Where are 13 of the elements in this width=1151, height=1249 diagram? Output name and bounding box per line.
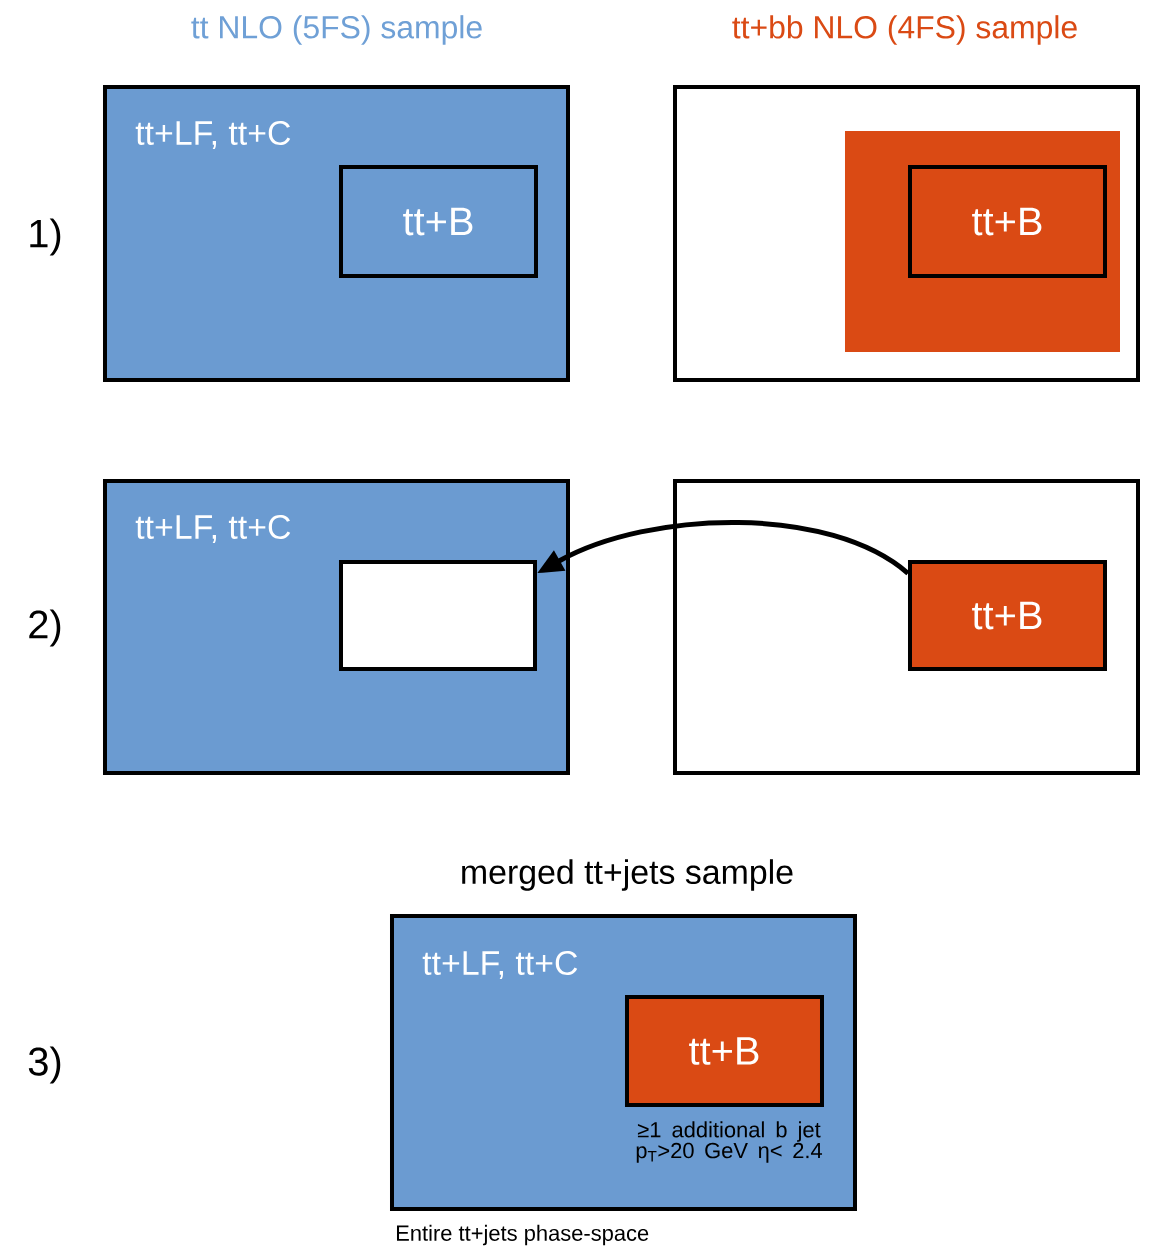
event-box xyxy=(339,560,537,671)
note-text: ≥1 additional b jet p$_{T}$>20 GeV η< 2.4 xyxy=(636,1121,823,1163)
event-box: tt+B xyxy=(908,560,1107,671)
step-number: 1) xyxy=(30,218,61,256)
caption-text: Entire tt+jets phase-space xyxy=(397,1224,649,1246)
step-number: 2) xyxy=(29,609,61,647)
column-heading: tt NLO (5FS) sample xyxy=(191,15,482,45)
step-number: 3) xyxy=(28,1046,61,1084)
event-box: tt+B xyxy=(339,165,538,278)
column-heading: tt+bb NLO (4FS) sample xyxy=(732,15,1077,45)
node-label: merged tt+jets sample xyxy=(462,859,793,891)
event-box: tt+B xyxy=(625,995,824,1107)
event-box: tt+B xyxy=(908,165,1107,278)
